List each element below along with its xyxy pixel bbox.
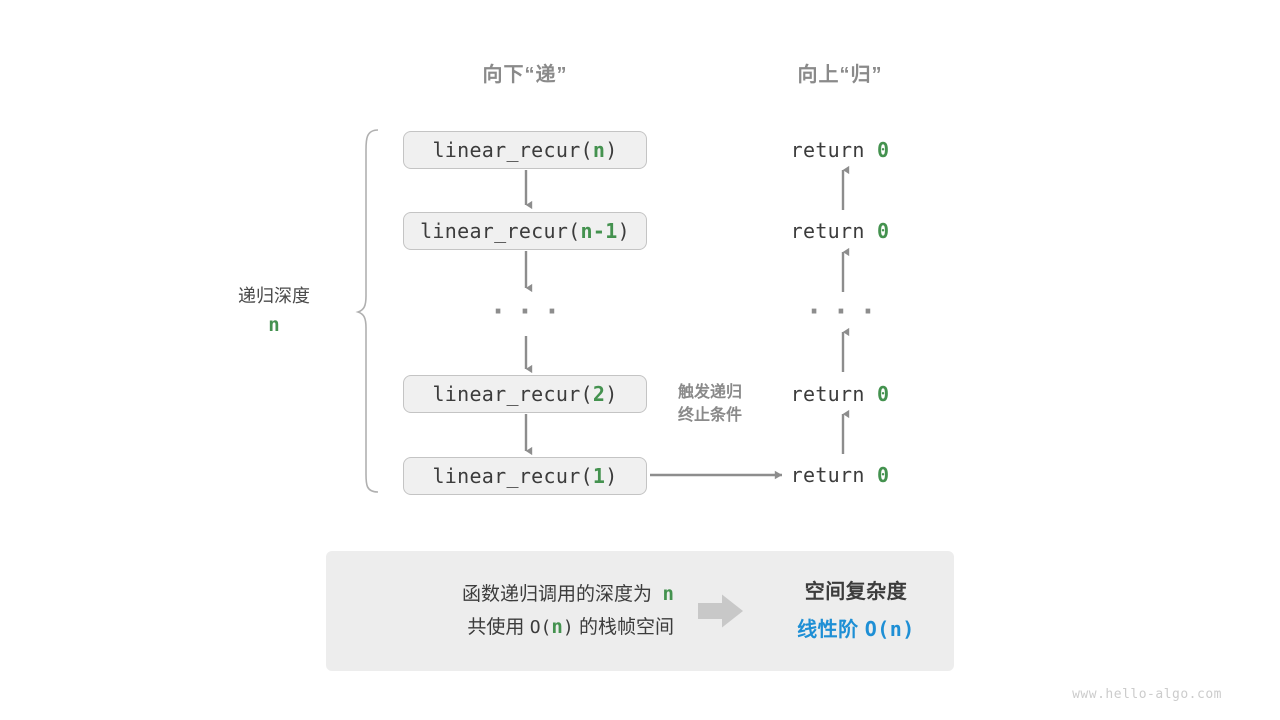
termination-condition-note: 触发递归 终止条件 xyxy=(678,381,742,427)
summary-line1-text: 函数递归调用的深度为 xyxy=(461,583,652,605)
watermark-url: www.hello-algo.com xyxy=(1072,687,1222,702)
return-keyword-3: return xyxy=(790,382,865,406)
call-frame-arg-1: n xyxy=(592,138,606,162)
recursion-depth-brace xyxy=(355,129,379,493)
return-statement-4: return 0 xyxy=(791,463,890,487)
right-block-arrow-icon xyxy=(698,594,743,628)
summary-description: 函数递归调用的深度为 n 共使用 O(n) 的栈帧空间 xyxy=(326,578,684,645)
return-value-4: 0 xyxy=(877,463,890,487)
complexity-value-label: 线性阶 xyxy=(797,618,859,641)
summary-line-2: 共使用 O(n) 的栈帧空间 xyxy=(326,611,674,644)
column-heading-descend: 向下“递” xyxy=(482,64,568,86)
complexity-value: 线性阶 O(n) xyxy=(758,613,954,647)
return-value-3: 0 xyxy=(877,382,890,406)
call-frame-prefix-4: linear_recur( xyxy=(432,464,593,488)
complexity-summary-panel: 函数递归调用的深度为 n 共使用 O(n) 的栈帧空间 空间复杂度 线性阶 O(… xyxy=(326,551,954,671)
call-frame-arg-3: 2 xyxy=(592,382,606,406)
summary-line2-bigo-n: n xyxy=(551,616,563,638)
complexity-result: 空间复杂度 线性阶 O(n) xyxy=(758,576,954,647)
call-frame-suffix-2: ) xyxy=(617,219,630,243)
return-value-1: 0 xyxy=(877,138,890,162)
return-statement-2: return 0 xyxy=(791,219,890,243)
return-statement-3: return 0 xyxy=(791,382,890,406)
recursion-depth-text: 递归深度 xyxy=(238,286,310,306)
summary-line1-depth-value: n xyxy=(662,582,674,605)
call-frame-arg-4: 1 xyxy=(592,464,606,488)
recursion-depth-value: n xyxy=(268,314,280,337)
recursion-depth-label: 递归深度 n xyxy=(238,283,310,340)
call-frame-arg-2: n-1 xyxy=(580,219,618,243)
ellipsis-ascend: · · · xyxy=(809,297,877,327)
termination-note-line2: 终止条件 xyxy=(677,407,743,425)
return-keyword-1: return xyxy=(790,138,865,162)
call-frame-box-1[interactable]: linear_recur(n) xyxy=(403,131,647,169)
termination-note-line1: 触发递归 xyxy=(677,384,743,401)
call-frame-suffix-1: ) xyxy=(605,138,618,162)
call-frame-box-3[interactable]: linear_recur(2) xyxy=(403,375,647,413)
complexity-title: 空间复杂度 xyxy=(804,580,908,603)
return-statement-1: return 0 xyxy=(791,138,890,162)
call-frame-prefix-1: linear_recur( xyxy=(432,138,593,162)
ellipsis-descend: · · · xyxy=(493,297,561,327)
call-frame-box-2[interactable]: linear_recur(n-1) xyxy=(403,212,647,250)
call-frame-prefix-2: linear_recur( xyxy=(420,219,581,243)
summary-line2-bigo-close: ) xyxy=(562,617,574,638)
implies-arrow xyxy=(684,594,758,628)
call-frame-box-4[interactable]: linear_recur(1) xyxy=(403,457,647,495)
return-keyword-2: return xyxy=(790,219,865,243)
call-frame-suffix-3: ) xyxy=(605,382,618,406)
call-frame-suffix-4: ) xyxy=(605,464,618,488)
complexity-value-formula: O(n) xyxy=(864,616,915,641)
return-value-2: 0 xyxy=(877,219,890,243)
call-frame-prefix-3: linear_recur( xyxy=(432,382,593,406)
summary-line2-bigo-open: O( xyxy=(529,617,552,638)
summary-line2-text-post: 的栈帧空间 xyxy=(578,617,674,638)
summary-line-1: 函数递归调用的深度为 n xyxy=(326,578,674,611)
column-heading-ascend: 向上“归” xyxy=(797,64,883,86)
summary-line2-text-pre: 共使用 xyxy=(467,617,525,638)
return-keyword-4: return xyxy=(790,463,865,487)
